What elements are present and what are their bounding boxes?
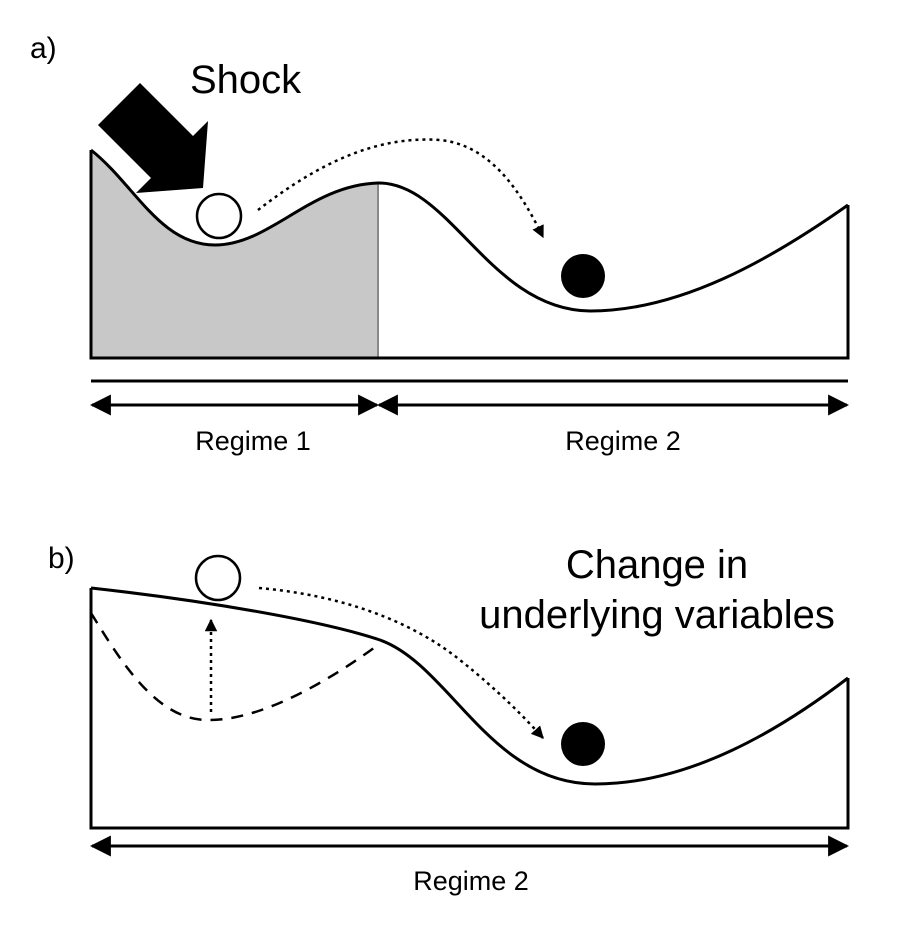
trajectory-arrow-a: [257, 138, 545, 239]
panel-a: a) Shock Regime 1 Regime 2: [30, 32, 850, 456]
open-ball-icon: [194, 554, 242, 602]
frame-a: [89, 150, 850, 360]
change-label-line-2: underlying variables: [479, 593, 835, 637]
shock-arrow-icon: [98, 83, 208, 193]
former-basin-curve: [89, 612, 379, 722]
regime-2-label: Regime 2: [565, 426, 681, 456]
change-label-line-1: Change in: [566, 543, 748, 587]
panel-b: b) Change in underlying variables Regime…: [48, 542, 850, 896]
trajectory-arrow-b: [258, 586, 544, 739]
regime-1-label: Regime 1: [195, 426, 311, 456]
open-ball-icon: [195, 192, 243, 240]
regime-b-label: Regime 2: [413, 866, 529, 896]
landscape-curve-a: [90, 148, 849, 313]
filled-ball-icon: [561, 254, 605, 298]
landscape-curve-b: [90, 586, 849, 786]
filled-ball-icon: [561, 722, 605, 766]
frame-b: [89, 588, 850, 830]
regime-1-shaded-area: [91, 150, 378, 358]
shock-label: Shock: [190, 58, 302, 102]
panel-b-label: b): [48, 542, 75, 575]
panel-a-label: a): [30, 32, 57, 65]
